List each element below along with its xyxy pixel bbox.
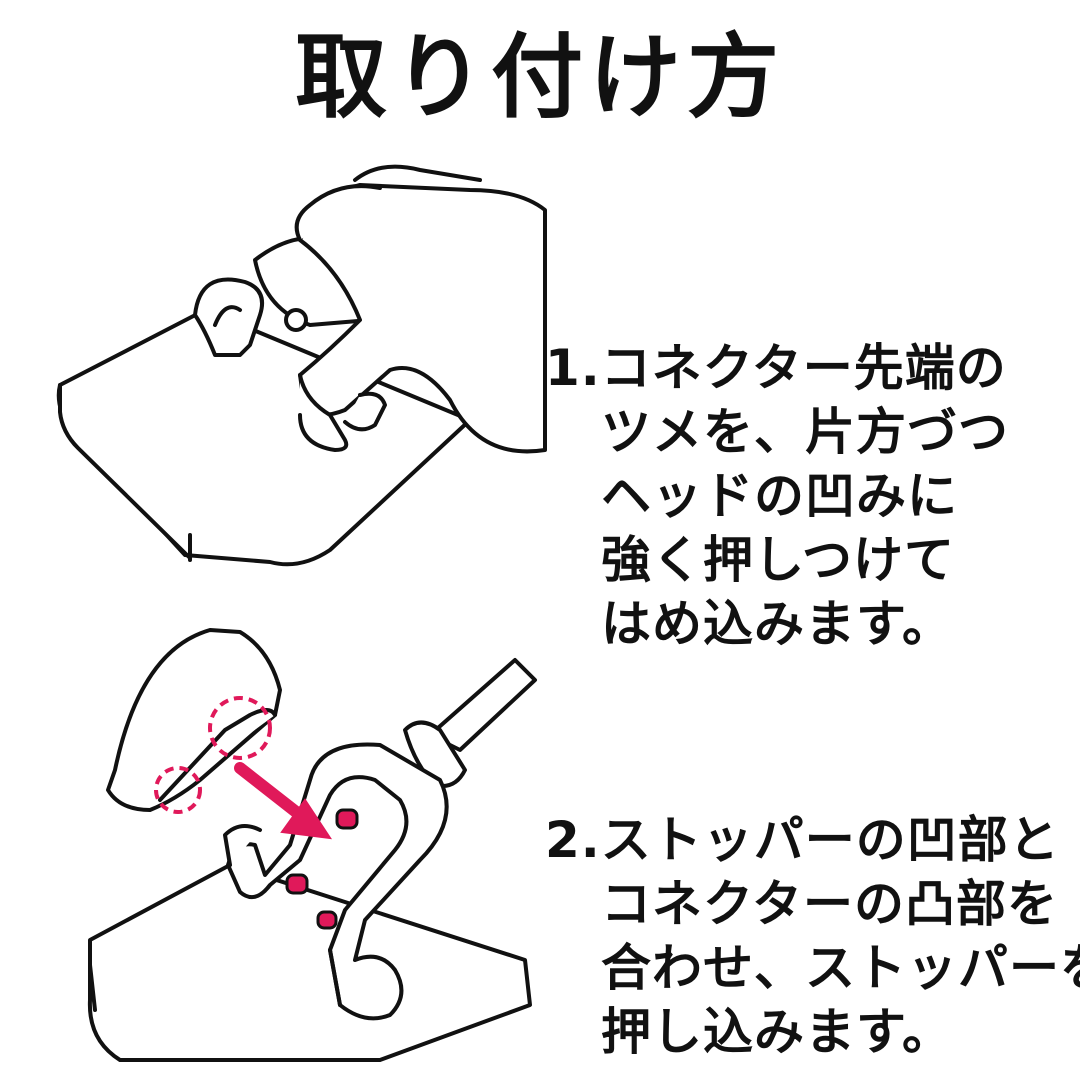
mop-head-plate bbox=[90, 865, 530, 1060]
arrow-icon bbox=[240, 768, 330, 838]
step-1-line-2: ツメを、片方づつ bbox=[601, 403, 1009, 461]
step-2-line-1: 2.ストッパーの凹部と bbox=[545, 811, 1060, 869]
step-2-line-2: コネクターの凸部を bbox=[601, 875, 1058, 933]
connector bbox=[228, 744, 447, 1018]
highlight-circle bbox=[156, 768, 200, 812]
connector bbox=[195, 279, 262, 355]
highlight-circle bbox=[210, 698, 270, 758]
step-1-number: 1. bbox=[545, 339, 601, 397]
step-2-line-4: 押し込みます。 bbox=[601, 1003, 953, 1061]
step-1-line-3: ヘッドの凹みに bbox=[601, 467, 958, 525]
step-1-text: 1.コネクター先端の ツメを、片方づつ ヘッドの凹みに 強く押しつけて はめ込み… bbox=[545, 336, 1009, 656]
step-2-text: 2.ストッパーの凹部と コネクターの凸部を 合わせ、ストッパーを 押し込みます。 bbox=[545, 808, 1080, 1064]
step-1-line-4: 強く押しつけて bbox=[601, 531, 955, 589]
step-2-number: 2. bbox=[545, 811, 601, 869]
red-pins bbox=[287, 810, 357, 928]
stopper bbox=[108, 630, 280, 810]
step-2-line-3: 合わせ、ストッパーを bbox=[601, 939, 1080, 997]
step2-illustration bbox=[0, 620, 560, 1060]
step-1-line-1: 1.コネクター先端の bbox=[545, 339, 1007, 397]
page-title: 取り付け方 bbox=[294, 24, 785, 131]
step1-illustration bbox=[0, 150, 560, 580]
hand bbox=[300, 185, 545, 451]
step-1-line-5: はめ込みます。 bbox=[601, 595, 953, 653]
